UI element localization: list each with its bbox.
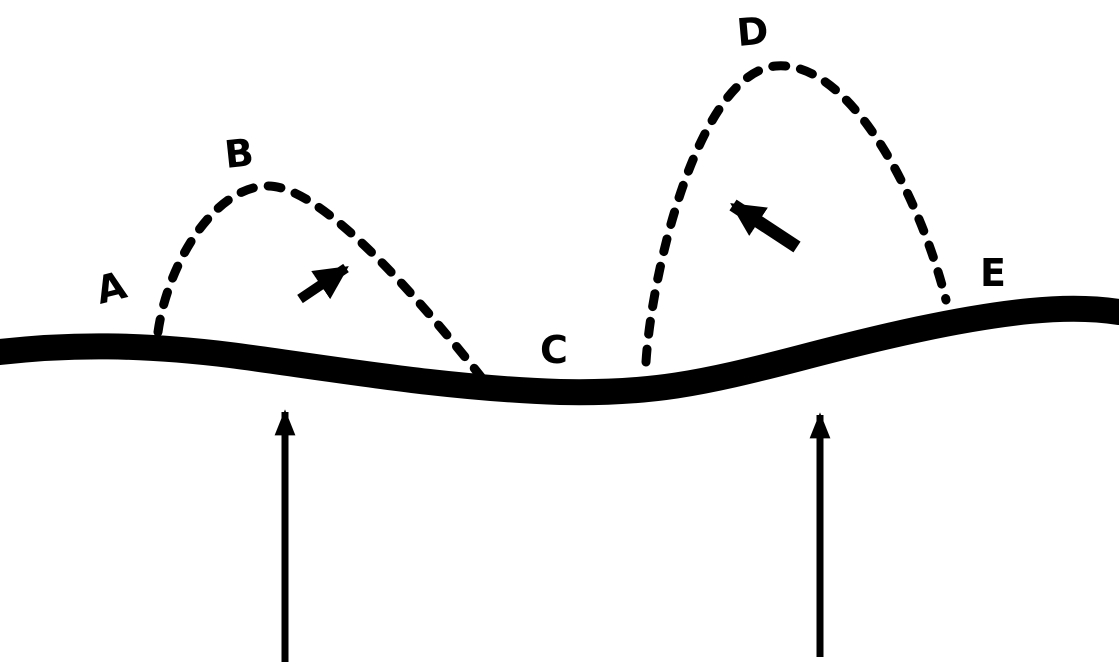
point-label-d: D (735, 8, 770, 55)
point-label-e: E (980, 251, 1006, 295)
point-label-a: A (92, 263, 132, 313)
northwest-arrow-icon (729, 199, 801, 253)
northeast-arrow-icon (297, 263, 349, 304)
bounce-arc-large (641, 61, 951, 367)
bounce-arc-small (153, 181, 487, 383)
ground-surface-line (0, 295, 1119, 406)
point-label-b: B (222, 130, 255, 177)
point-label-c: C (540, 328, 568, 372)
